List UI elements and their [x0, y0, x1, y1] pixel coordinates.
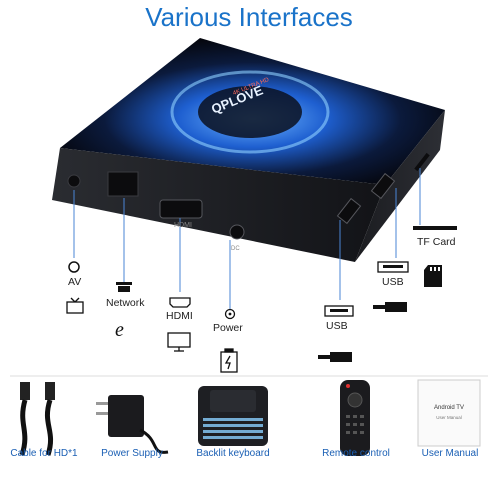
usb-plug-icon: [373, 302, 407, 312]
monitor-icon: [167, 332, 191, 352]
av-port-icon: [67, 174, 81, 188]
battery-icon: [220, 348, 238, 373]
caption-hd-cable: Cable for HD*1: [10, 448, 78, 459]
keyboard-image: [198, 386, 268, 446]
user-manual-image: [417, 379, 481, 447]
hdmi-icon: [169, 297, 191, 308]
port-label-hdmi: HDMI: [166, 310, 193, 322]
glow-ring: [170, 70, 330, 154]
port-label-power: Power: [213, 322, 243, 334]
port-label-tf-card: TF Card: [417, 236, 456, 248]
leader-lines: [73, 168, 421, 310]
caption-remote-control: Remote control: [322, 448, 390, 459]
caption-power-supply: Power Supply: [101, 448, 163, 459]
power-port-icon: [229, 224, 245, 240]
ethernet-port-icon: [107, 171, 139, 197]
ie-icon: e: [115, 319, 124, 341]
usb-plug-icon: [318, 352, 352, 362]
tv-icon: [66, 297, 84, 314]
manual-title: Android TV: [434, 405, 464, 411]
caption-user-manual: User Manual: [421, 448, 479, 459]
sd-card-icon: [424, 265, 442, 287]
port-label-av: AV: [68, 276, 82, 288]
port-label-network: Network: [106, 297, 145, 309]
ethernet-icon: [116, 282, 132, 292]
hdmi-port-icon: [159, 199, 203, 219]
manual-subtitle: User Manual: [436, 415, 462, 420]
dc-port-mark: DC: [231, 246, 240, 252]
device-side-face: [355, 110, 445, 262]
port-label-usb-top: USB: [382, 276, 404, 288]
hdmi-port-mark: HDMI: [174, 222, 192, 229]
page-title: Various Interfaces: [145, 2, 353, 32]
hdmi-cable-image: [19, 382, 55, 456]
power-supply-image: [96, 395, 169, 454]
port-label-usb-bottom: USB: [326, 320, 348, 332]
caption-backlit-keyboard: Backlit keyboard: [196, 448, 270, 459]
remote-control-image: [340, 380, 370, 456]
